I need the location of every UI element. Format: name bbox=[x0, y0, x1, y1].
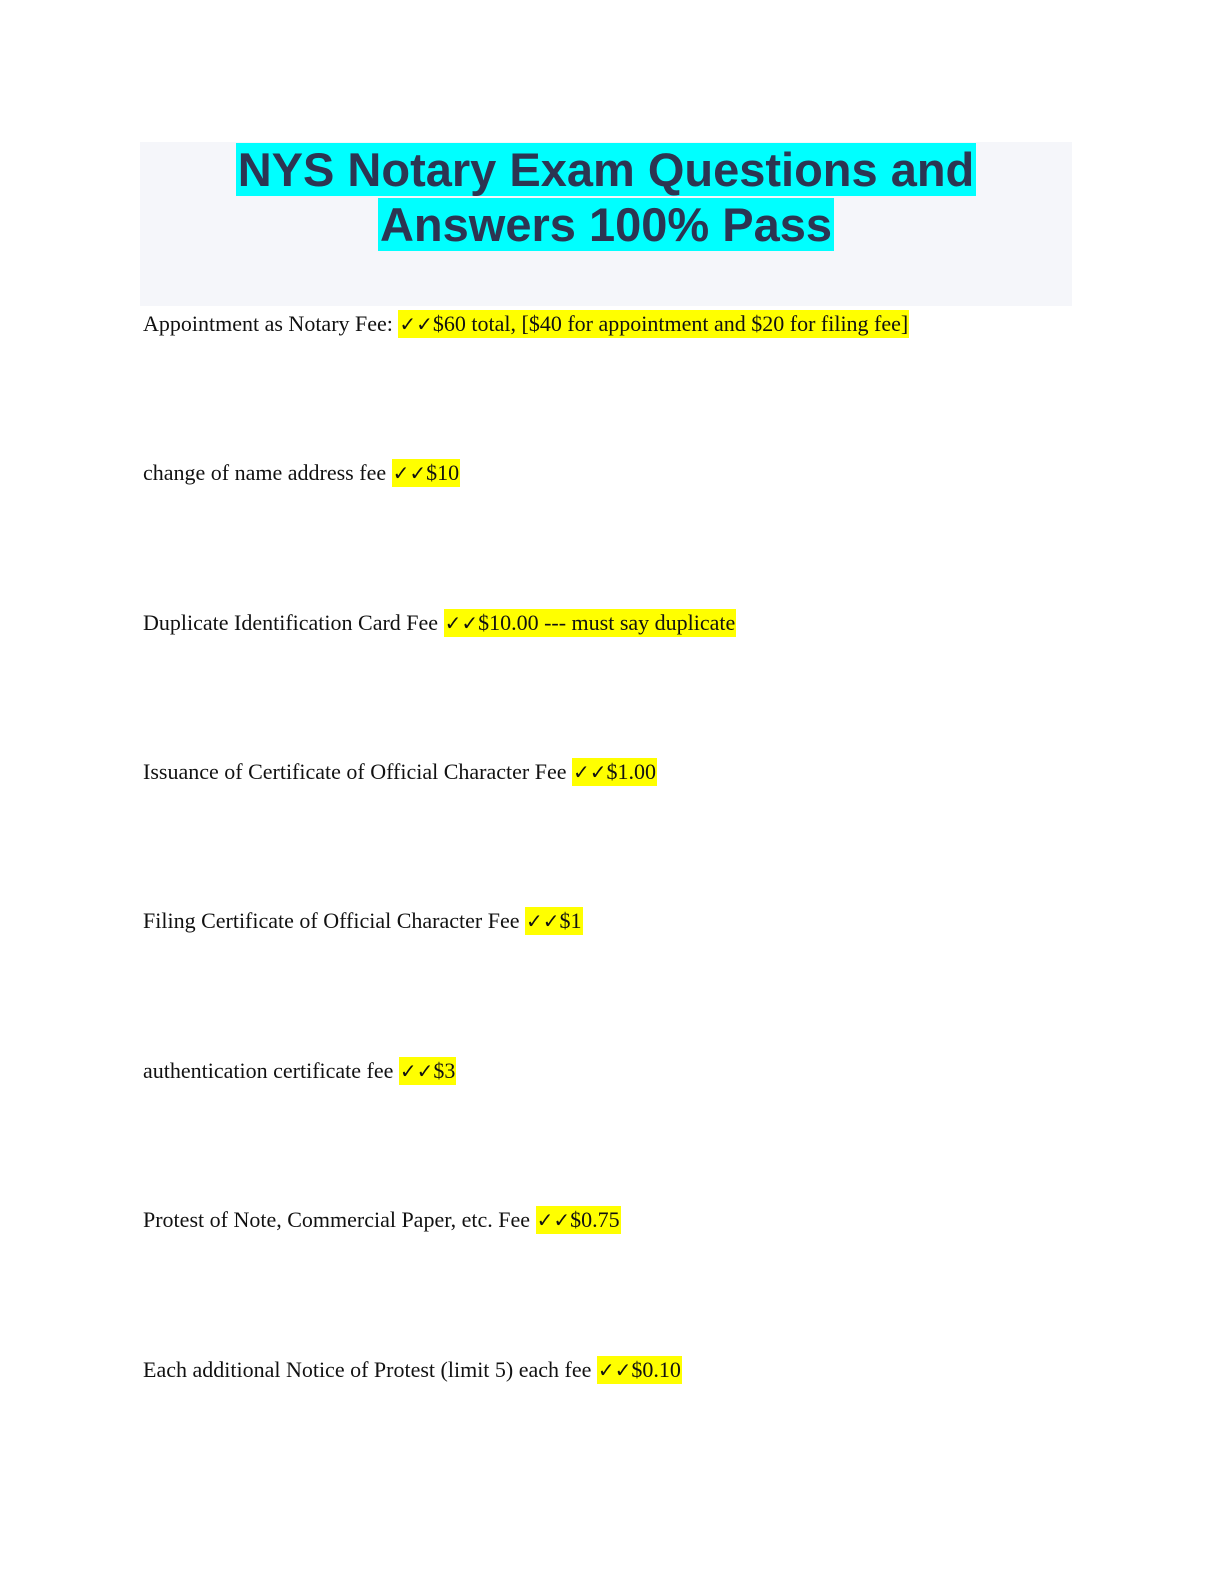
answer-text: $0.75 bbox=[570, 1207, 620, 1232]
question-text: Duplicate Identification Card Fee bbox=[143, 610, 439, 635]
qa-item: authentication certificate fee ✓✓$3 bbox=[143, 1057, 457, 1085]
double-check-icon: ✓✓ bbox=[392, 461, 427, 485]
page-title: NYS Notary Exam Questions and Answers 10… bbox=[140, 142, 1072, 252]
answer-text: $10 bbox=[426, 460, 460, 485]
question-text: Appointment as Notary Fee: bbox=[143, 311, 393, 336]
answer-text: $3 bbox=[433, 1058, 456, 1083]
question-text: change of name address fee bbox=[143, 460, 387, 485]
double-check-icon: ✓✓ bbox=[444, 611, 479, 635]
qa-item: Each additional Notice of Protest (limit… bbox=[143, 1356, 682, 1384]
qa-item: Protest of Note, Commercial Paper, etc. … bbox=[143, 1206, 621, 1234]
qa-item: Duplicate Identification Card Fee ✓✓$10.… bbox=[143, 609, 737, 637]
answer-text: $1 bbox=[559, 908, 582, 933]
double-check-icon: ✓✓ bbox=[597, 1358, 632, 1382]
answer-highlight: ✓✓$1.00 bbox=[572, 758, 658, 786]
double-check-icon: ✓✓ bbox=[399, 312, 433, 336]
title-highlight-2: Answers 100% Pass bbox=[377, 198, 834, 251]
question-text: Filing Certificate of Official Character… bbox=[143, 908, 520, 933]
title-box: NYS Notary Exam Questions and Answers 10… bbox=[140, 142, 1072, 306]
answer-highlight: ✓✓$3 bbox=[398, 1057, 457, 1085]
answer-text: $0.10 bbox=[631, 1357, 681, 1382]
answer-highlight: ✓✓$0.75 bbox=[535, 1206, 621, 1234]
qa-item: Issuance of Certificate of Official Char… bbox=[143, 758, 658, 786]
answer-highlight: ✓✓$60 total, [$40 for appointment and $2… bbox=[398, 310, 910, 338]
qa-item: Filing Certificate of Official Character… bbox=[143, 907, 583, 935]
qa-item: change of name address fee ✓✓$10 bbox=[143, 459, 461, 487]
question-text: authentication certificate fee bbox=[143, 1058, 394, 1083]
double-check-icon: ✓✓ bbox=[536, 1208, 571, 1232]
answer-highlight: ✓✓$10 bbox=[391, 459, 461, 487]
question-text: Protest of Note, Commercial Paper, etc. … bbox=[143, 1207, 531, 1232]
qa-item: Appointment as Notary Fee: ✓✓$60 total, … bbox=[143, 310, 910, 338]
double-check-icon: ✓✓ bbox=[399, 1059, 434, 1083]
title-line-2: Answers 100% Pass bbox=[140, 197, 1072, 252]
double-check-icon: ✓✓ bbox=[573, 760, 607, 784]
answer-text: $1.00 bbox=[606, 759, 657, 784]
title-line-1: NYS Notary Exam Questions and bbox=[140, 142, 1072, 197]
answer-text: $10.00 --- must say duplicate bbox=[478, 610, 736, 635]
answer-highlight: ✓✓$1 bbox=[525, 907, 583, 935]
title-highlight-1: NYS Notary Exam Questions and bbox=[235, 143, 977, 196]
double-check-icon: ✓✓ bbox=[526, 909, 560, 933]
answer-highlight: ✓✓$0.10 bbox=[596, 1356, 682, 1384]
answer-text: $60 total, [$40 for appointment and $20 … bbox=[432, 311, 909, 336]
question-text: Each additional Notice of Protest (limit… bbox=[143, 1357, 592, 1382]
answer-highlight: ✓✓$10.00 --- must say duplicate bbox=[443, 609, 737, 637]
question-text: Issuance of Certificate of Official Char… bbox=[143, 759, 567, 784]
